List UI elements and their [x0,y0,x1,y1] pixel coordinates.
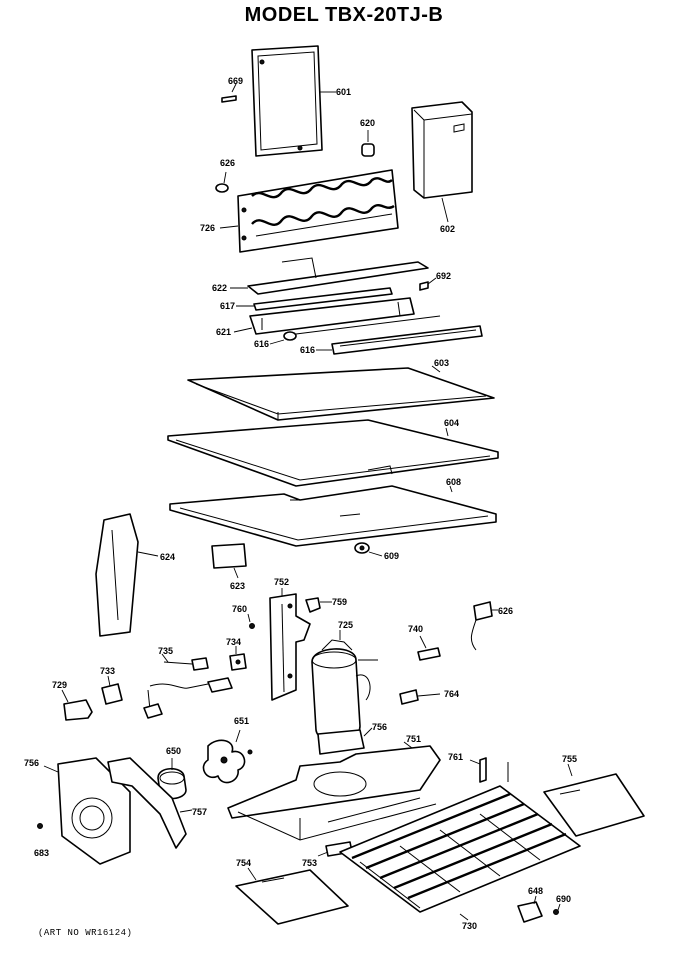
label-759: 759 [332,597,347,607]
label-621: 621 [216,327,231,337]
part-757-baffle[interactable] [107,757,187,849]
part-760-screw[interactable] [249,623,255,629]
part-617-rod[interactable] [253,287,393,311]
label-626-a: 626 [220,158,235,168]
label-669: 669 [228,76,243,86]
part-624-duct[interactable] [95,513,139,637]
label-624: 624 [160,552,175,562]
part-725-compressor[interactable] [311,639,378,742]
label-740: 740 [408,624,423,634]
part-602-cover[interactable] [411,101,473,199]
label-757: 757 [192,807,207,817]
part-683-screw[interactable] [37,823,43,829]
label-756-a: 756 [372,722,387,732]
part-761-clip[interactable] [479,757,487,783]
part-764-clip[interactable] [399,689,419,705]
part-758-mount[interactable] [317,729,365,755]
label-601: 601 [336,87,351,97]
label-760: 760 [232,604,247,614]
art-number: (ART NO WR16124) [38,928,133,938]
label-620: 620 [360,118,375,128]
part-622-bracket[interactable] [247,257,429,295]
part-690-screw[interactable] [553,909,559,915]
label-764: 764 [444,689,459,699]
part-756-shroud[interactable] [57,757,131,865]
part-623-block[interactable] [211,543,247,569]
part-616-clip[interactable] [283,315,441,341]
label-648: 648 [528,886,543,896]
label-690: 690 [556,894,571,904]
part-603-shelf[interactable] [187,367,495,421]
label-603: 603 [434,358,449,368]
part-752-bracket[interactable] [269,593,311,701]
label-753: 753 [302,858,317,868]
label-623: 623 [230,581,245,591]
part-609-grommet[interactable] [354,542,370,554]
part-604-pan[interactable] [167,419,499,487]
diagram-title: MODEL TBX-20TJ-B [244,4,444,26]
part-626-clip[interactable] [215,183,229,193]
part-726-heater[interactable] [237,169,399,253]
label-683: 683 [34,848,49,858]
label-692: 692 [436,271,451,281]
label-734: 734 [226,637,241,647]
label-626-b: 626 [498,606,513,616]
part-751-base-pan[interactable] [227,745,441,841]
part-651-fan-blade[interactable] [202,739,246,784]
part-729-cover[interactable] [63,699,93,721]
part-735-harness[interactable] [143,657,233,719]
label-754: 754 [236,858,251,868]
label-616-b: 616 [300,345,315,355]
part-730-condenser[interactable] [339,762,581,913]
part-754-plate[interactable] [235,869,349,925]
label-650: 650 [166,746,181,756]
part-692-screw[interactable] [419,281,429,291]
label-726: 726 [200,223,215,233]
part-621-bracket[interactable] [249,297,415,335]
part-669-screw[interactable] [221,95,237,103]
part-608-pan[interactable] [169,485,497,547]
part-755-cover[interactable] [543,773,645,837]
part-626-thermostat[interactable] [470,601,493,651]
label-752: 752 [274,577,289,587]
part-648-foot[interactable] [517,901,543,923]
part-601-panel[interactable] [251,45,323,157]
label-730: 730 [462,921,477,931]
label-735: 735 [158,646,173,656]
label-755: 755 [562,754,577,764]
label-733: 733 [100,666,115,676]
part-734-relay[interactable] [229,653,247,671]
label-751: 751 [406,734,421,744]
part-759-nut[interactable] [305,597,321,613]
part-733-capacitor[interactable] [101,683,123,705]
label-651: 651 [234,716,249,726]
part-620-bushing[interactable] [361,143,375,157]
part-616-strip[interactable] [331,325,483,355]
part-740-clip[interactable] [417,647,441,661]
label-604: 604 [444,418,459,428]
label-602: 602 [440,224,455,234]
label-617: 617 [220,301,235,311]
label-622: 622 [212,283,227,293]
label-756-b: 756 [24,758,39,768]
label-729: 729 [52,680,67,690]
label-616-a: 616 [254,339,269,349]
label-609: 609 [384,551,399,561]
label-761: 761 [448,752,463,762]
label-725: 725 [338,620,353,630]
label-608: 608 [446,477,461,487]
